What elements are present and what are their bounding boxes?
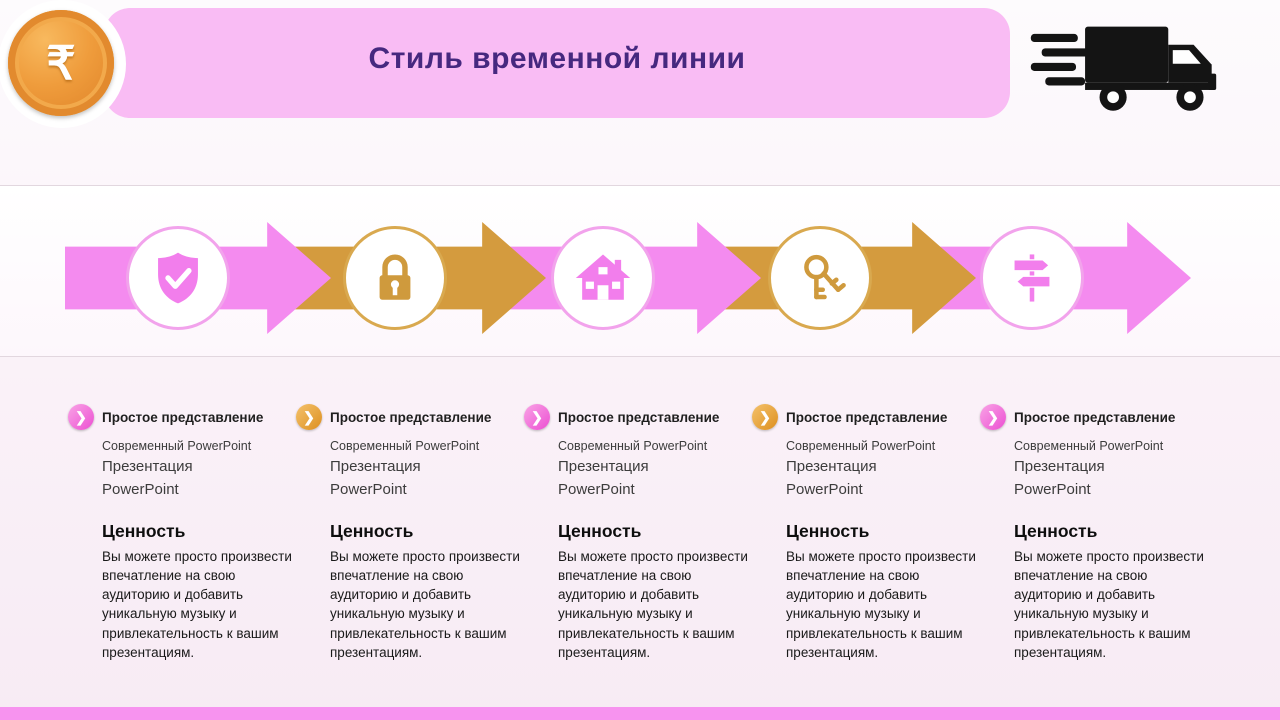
timeline-step-3 — [551, 226, 655, 330]
timeline-step-2 — [343, 226, 447, 330]
header-banner — [104, 8, 1010, 118]
content-columns: ❯ Простое представление Современный Powe… — [68, 404, 1208, 662]
value-text: Вы можете просто произвести впечатление … — [558, 549, 748, 660]
value-text: Вы можете просто произвести впечатление … — [786, 549, 976, 660]
column-5: ❯ Простое представление Современный Powe… — [980, 404, 1208, 662]
column-4: ❯ Простое представление Современный Powe… — [752, 404, 980, 662]
value-title: Ценность — [330, 521, 414, 541]
column-subline1: Современный PowerPoint — [558, 439, 708, 453]
column-header: Простое представление — [786, 409, 948, 425]
column-2: ❯ Простое представление Современный Powe… — [296, 404, 524, 662]
column-header: Простое представление — [102, 409, 264, 425]
column-subline2: Презентация PowerPoint — [330, 458, 421, 498]
chevron-badge-icon: ❯ — [524, 404, 550, 430]
padlock-icon — [379, 254, 411, 300]
chevron-glyph: ❯ — [531, 408, 543, 425]
column-1: ❯ Простое представление Современный Powe… — [68, 404, 296, 662]
column-subline1: Современный PowerPoint — [786, 439, 936, 453]
column-subline1: Современный PowerPoint — [102, 439, 252, 453]
page-title: Стиль временной линии — [368, 42, 746, 75]
column-subtitle-block: Современный PowerPoint Презентация Power… — [330, 439, 524, 501]
column-subtitle-block: Современный PowerPoint Презентация Power… — [102, 439, 296, 501]
value-title: Ценность — [102, 521, 186, 541]
chevron-glyph: ❯ — [759, 408, 771, 425]
column-subline2: Презентация PowerPoint — [786, 458, 877, 498]
value-text: Вы можете просто произвести впечатление … — [1014, 549, 1204, 660]
chevron-glyph: ❯ — [303, 408, 315, 425]
timeline — [0, 185, 1280, 357]
house-icon — [575, 254, 631, 300]
column-subtitle-block: Современный PowerPoint Презентация Power… — [558, 439, 752, 501]
column-3-header-row: ❯ Простое представление — [524, 404, 752, 430]
keys-icon — [804, 254, 846, 300]
chevron-badge-icon: ❯ — [752, 404, 778, 430]
rupee-glyph: ₹ — [46, 37, 76, 89]
column-subtitle-block: Современный PowerPoint Презентация Power… — [786, 439, 980, 501]
timeline-step-5 — [980, 226, 1084, 330]
value-title: Ценность — [558, 521, 642, 541]
column-header: Простое представление — [558, 409, 720, 425]
column-5-header-row: ❯ Простое представление — [980, 404, 1208, 430]
chevron-badge-icon: ❯ — [68, 404, 94, 430]
value-text: Вы можете просто произвести впечатление … — [330, 549, 520, 660]
chevron-glyph: ❯ — [987, 408, 999, 425]
coin-background-circle: ₹ — [0, 0, 126, 128]
column-subline2: Презентация PowerPoint — [1014, 458, 1105, 498]
delivery-truck-icon — [1030, 26, 1217, 111]
column-2-header-row: ❯ Простое представление — [296, 404, 524, 430]
value-title: Ценность — [786, 521, 870, 541]
column-subline2: Презентация PowerPoint — [558, 458, 649, 498]
column-header: Простое представление — [330, 409, 492, 425]
column-3: ❯ Простое представление Современный Powe… — [524, 404, 752, 662]
column-subline2: Презентация PowerPoint — [102, 458, 193, 498]
chevron-badge-icon: ❯ — [980, 404, 1006, 430]
value-text: Вы можете просто произвести впечатление … — [102, 549, 292, 660]
chevron-badge-icon: ❯ — [296, 404, 322, 430]
timeline-step-4 — [768, 226, 872, 330]
chevron-glyph: ❯ — [75, 408, 87, 425]
shield-check-icon — [158, 252, 198, 304]
rupee-coin-icon: ₹ — [8, 10, 114, 116]
column-4-header-row: ❯ Простое представление — [752, 404, 980, 430]
value-title: Ценность — [1014, 521, 1098, 541]
column-1-header-row: ❯ Простое представление — [68, 404, 296, 430]
signpost-icon — [1013, 254, 1051, 302]
column-subline1: Современный PowerPoint — [1014, 439, 1164, 453]
timeline-step-1 — [126, 226, 230, 330]
column-subtitle-block: Современный PowerPoint Презентация Power… — [1014, 439, 1208, 501]
column-subline1: Современный PowerPoint — [330, 439, 480, 453]
footer-bar — [0, 707, 1280, 720]
column-header: Простое представление — [1014, 409, 1176, 425]
